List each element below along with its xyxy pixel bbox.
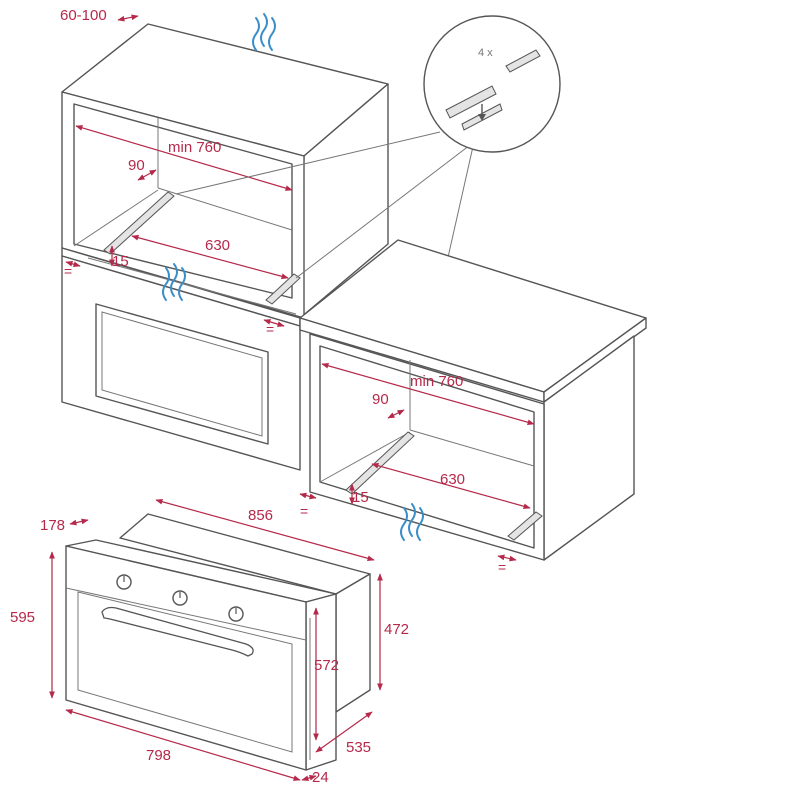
upper-rail-length-label: 630 <box>205 237 230 254</box>
control-knob <box>116 574 132 590</box>
upper-min-width-label: min 760 <box>168 139 221 156</box>
quantity-note: 4 x <box>478 47 493 59</box>
upper-right-rail <box>265 273 301 305</box>
upper-rail-offset-label: 90 <box>128 157 145 174</box>
upper-dimensions: 60-100 min 760 90 630 15 = = <box>60 7 293 337</box>
overall-height-label: 595 <box>10 609 35 626</box>
lower-rail-offset-label: 90 <box>372 391 389 408</box>
upper-equal-right: = <box>266 321 274 337</box>
lower-rail-height-label: 15 <box>352 489 369 506</box>
lower-right-rail <box>507 511 543 541</box>
lower-rail-length-label: 630 <box>440 471 465 488</box>
door-handle <box>101 606 254 657</box>
body-depth-label: 535 <box>346 739 371 756</box>
front-thickness-label: 24 <box>312 769 329 786</box>
lower-min-width-label: min 760 <box>410 373 463 390</box>
overall-width-label: 856 <box>248 507 273 524</box>
airflow-icon <box>252 13 276 51</box>
control-knob <box>228 606 244 622</box>
upper-oven-front <box>61 255 301 471</box>
airflow-icon <box>400 503 424 541</box>
airflow-icon <box>162 263 186 301</box>
oven-unit <box>65 513 371 771</box>
control-knob <box>172 590 188 606</box>
front-width-label: 798 <box>146 747 171 764</box>
lower-cabinet <box>299 239 647 561</box>
arrow-down-icon <box>478 104 486 121</box>
top-gap-label: 60-100 <box>60 7 107 24</box>
lower-equal-right: = <box>498 559 506 575</box>
upper-rail-height-label: 15 <box>112 253 129 270</box>
oven-dimensions: 178 856 595 798 24 472 535 572 <box>10 498 409 786</box>
inner-height-label: 572 <box>314 657 339 674</box>
front-depth-top-label: 178 <box>40 517 65 534</box>
upper-left-rail <box>103 191 175 255</box>
body-height-label: 472 <box>384 621 409 638</box>
upper-equal-left: = <box>64 263 72 279</box>
lower-equal-left: = <box>300 503 308 519</box>
